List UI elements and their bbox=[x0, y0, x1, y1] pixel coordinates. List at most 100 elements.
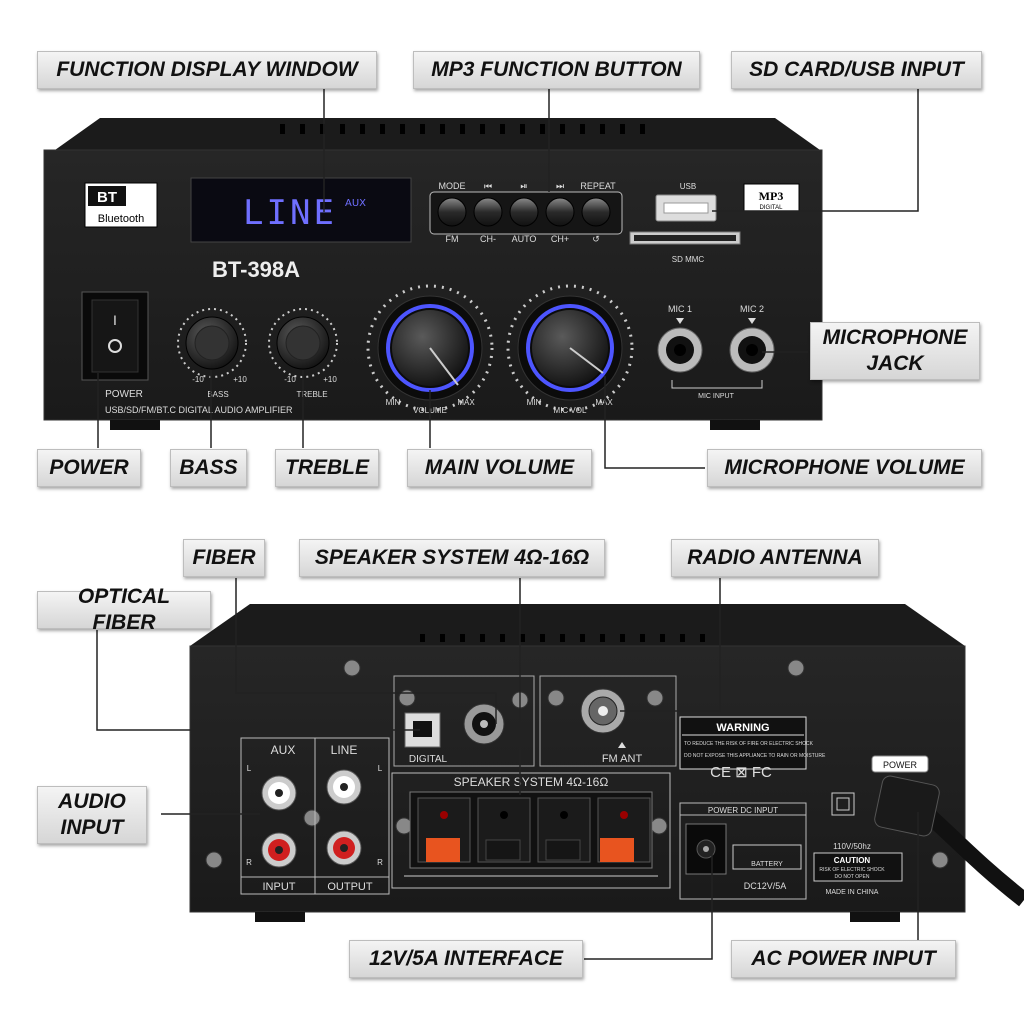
display-aux: AUX bbox=[345, 198, 366, 209]
fm-ant-label: FM ANT bbox=[602, 753, 643, 765]
right-ch-label-1: R bbox=[246, 858, 252, 867]
mic2-label: MIC 2 bbox=[740, 304, 764, 314]
mic-input-label: MIC INPUT bbox=[698, 393, 735, 400]
function-display-window-label: FUNCTION DISPLAY WINDOW bbox=[37, 51, 377, 89]
auto-label: AUTO bbox=[512, 234, 537, 244]
mic-vol-min: MIN bbox=[527, 398, 542, 407]
power-tag-label: POWER bbox=[883, 760, 918, 770]
line-label: LINE bbox=[331, 743, 358, 757]
fiber-callout-label: FIBER bbox=[183, 539, 265, 577]
dc-power-jack[interactable] bbox=[685, 823, 727, 875]
next-button[interactable] bbox=[545, 197, 575, 227]
left-ch-label-1: L bbox=[247, 764, 252, 773]
right-ch-label-2: R bbox=[377, 858, 383, 867]
previous-icon: ⏮ bbox=[484, 181, 492, 191]
rca-line-left[interactable] bbox=[326, 769, 362, 805]
rca-aux-left[interactable] bbox=[261, 775, 297, 811]
power-dc-input-label: POWER DC INPUT bbox=[708, 806, 778, 815]
back-unit: DIGITAL FM ANT WARNING TO REDUCE THE RIS… bbox=[189, 604, 1024, 922]
sd-mmc-label: SD MMC bbox=[672, 255, 705, 264]
mode-button[interactable] bbox=[437, 197, 467, 227]
mic-vol-text: MIC VOL bbox=[554, 406, 587, 415]
mic1-label: MIC 1 bbox=[668, 304, 692, 314]
volume-max: MAX bbox=[457, 398, 475, 407]
caution-title: CAUTION bbox=[834, 856, 871, 865]
warning-text-1: TO REDUCE THE RISK OF FIRE OR ELECTRIC S… bbox=[684, 741, 814, 747]
speaker-system-callout-label: SPEAKER SYSTEM 4Ω-16Ω bbox=[299, 539, 605, 577]
model-name: BT-398A bbox=[212, 257, 300, 282]
front-unit: BT Bluetooth LINE AUX BT-398A MODE ⏮ ⏯ ⏭… bbox=[43, 118, 823, 430]
caution-text-1: RISK OF ELECTRIC SHOCK bbox=[819, 867, 885, 873]
function-display: LINE AUX bbox=[190, 177, 412, 243]
optical-fiber-callout-label: OPTICAL FIBER bbox=[37, 585, 211, 634]
bass-text: BASS bbox=[207, 390, 228, 399]
svg-text:I: I bbox=[113, 312, 117, 328]
bass-min: -10 bbox=[192, 375, 204, 384]
bass-knob[interactable] bbox=[177, 308, 247, 378]
mic1-jack[interactable] bbox=[657, 327, 703, 373]
dc-spec-label: DC12V/5A bbox=[744, 881, 787, 891]
interface-12v-callout-label: 12V/5A INTERFACE bbox=[349, 940, 583, 978]
speaker-terminal-block[interactable] bbox=[409, 791, 653, 869]
mp3-digital: DIGITAL bbox=[760, 205, 784, 211]
play-pause-button[interactable] bbox=[509, 197, 539, 227]
mic-volume-knob[interactable] bbox=[506, 284, 634, 412]
play-pause-icon: ⏯ bbox=[520, 181, 527, 191]
warning-title: WARNING bbox=[716, 722, 769, 734]
radio-antenna-callout-label: RADIO ANTENNA bbox=[671, 539, 879, 577]
aux-label: AUX bbox=[271, 743, 296, 757]
power-label: POWER bbox=[105, 389, 143, 400]
treble-callout-label: TREBLE bbox=[275, 449, 379, 487]
volume-min: MIN bbox=[386, 398, 401, 407]
loop-icon: ↺ bbox=[592, 234, 600, 244]
main-volume-callout-label: MAIN VOLUME bbox=[407, 449, 592, 487]
made-in-label: MADE IN CHINA bbox=[826, 889, 879, 896]
repeat-button[interactable] bbox=[581, 197, 611, 227]
caution-label: CAUTION RISK OF ELECTRIC SHOCK DO NOT OP… bbox=[813, 852, 903, 882]
ac-spec-label: 110V/50hz bbox=[833, 842, 871, 851]
input-label: INPUT bbox=[263, 881, 296, 893]
audio-input-callout-label: AUDIO INPUT bbox=[37, 786, 147, 844]
usb-label: USB bbox=[680, 182, 696, 191]
rca-line-right[interactable] bbox=[326, 830, 362, 866]
front-tagline: USB/SD/FM/BT.C DIGITAL AUDIO AMPLIFIER bbox=[105, 405, 293, 415]
display-text: LINE bbox=[243, 193, 337, 233]
speaker-system-label: SPEAKER SYSTEM 4Ω-16Ω bbox=[454, 775, 609, 789]
bass-max: +10 bbox=[233, 375, 247, 384]
mode-label: MODE bbox=[439, 181, 466, 191]
rca-aux-right[interactable] bbox=[261, 832, 297, 868]
battery-label: BATTERY bbox=[751, 861, 783, 868]
sd-card-usb-input-label: SD CARD/USB INPUT bbox=[731, 51, 982, 89]
power-callout-label: POWER bbox=[37, 449, 141, 487]
repeat-label: REPEAT bbox=[580, 181, 616, 191]
mic2-jack[interactable] bbox=[729, 327, 775, 373]
bluetooth-logo: BT Bluetooth bbox=[84, 182, 158, 228]
digital-label: DIGITAL bbox=[409, 754, 448, 765]
left-ch-label-2: L bbox=[378, 764, 383, 773]
bass-callout-label: BASS bbox=[170, 449, 247, 487]
ac-power-cord[interactable] bbox=[871, 755, 1024, 907]
mp3-button-panel: MODE ⏮ ⏯ ⏭ REPEAT FM CH- AUTO CH+ ↺ bbox=[429, 181, 623, 244]
mp3-function-button-label: MP3 FUNCTION BUTTON bbox=[413, 51, 700, 89]
warning-text-2: DO NOT EXPOSE THIS APPLIANCE TO RAIN OR … bbox=[684, 753, 826, 759]
treble-text: TREBLE bbox=[296, 390, 327, 399]
fm-label: FM bbox=[446, 234, 459, 244]
microphone-jack-label: MICROPHONE JACK bbox=[810, 322, 980, 380]
certification-marks: CE ⊠ FC bbox=[710, 764, 772, 781]
output-label: OUTPUT bbox=[327, 881, 373, 893]
ac-power-input-callout-label: AC POWER INPUT bbox=[731, 940, 956, 978]
bt-logo-text: BT bbox=[97, 189, 117, 206]
warning-label: WARNING TO REDUCE THE RISK OF FIRE OR EL… bbox=[679, 716, 826, 770]
fiber-coaxial-port[interactable] bbox=[463, 703, 505, 745]
callout-lines bbox=[96, 89, 919, 960]
ch-plus-label: CH+ bbox=[551, 234, 569, 244]
microphone-volume-callout-label: MICROPHONE VOLUME bbox=[707, 449, 982, 487]
fm-antenna-port[interactable] bbox=[580, 688, 626, 734]
mp3-logo: MP3 bbox=[759, 189, 784, 203]
ch-minus-label: CH- bbox=[480, 234, 496, 244]
previous-button[interactable] bbox=[473, 197, 503, 227]
treble-max: +10 bbox=[323, 375, 337, 384]
treble-min: -10 bbox=[284, 375, 296, 384]
treble-knob[interactable] bbox=[268, 308, 338, 378]
